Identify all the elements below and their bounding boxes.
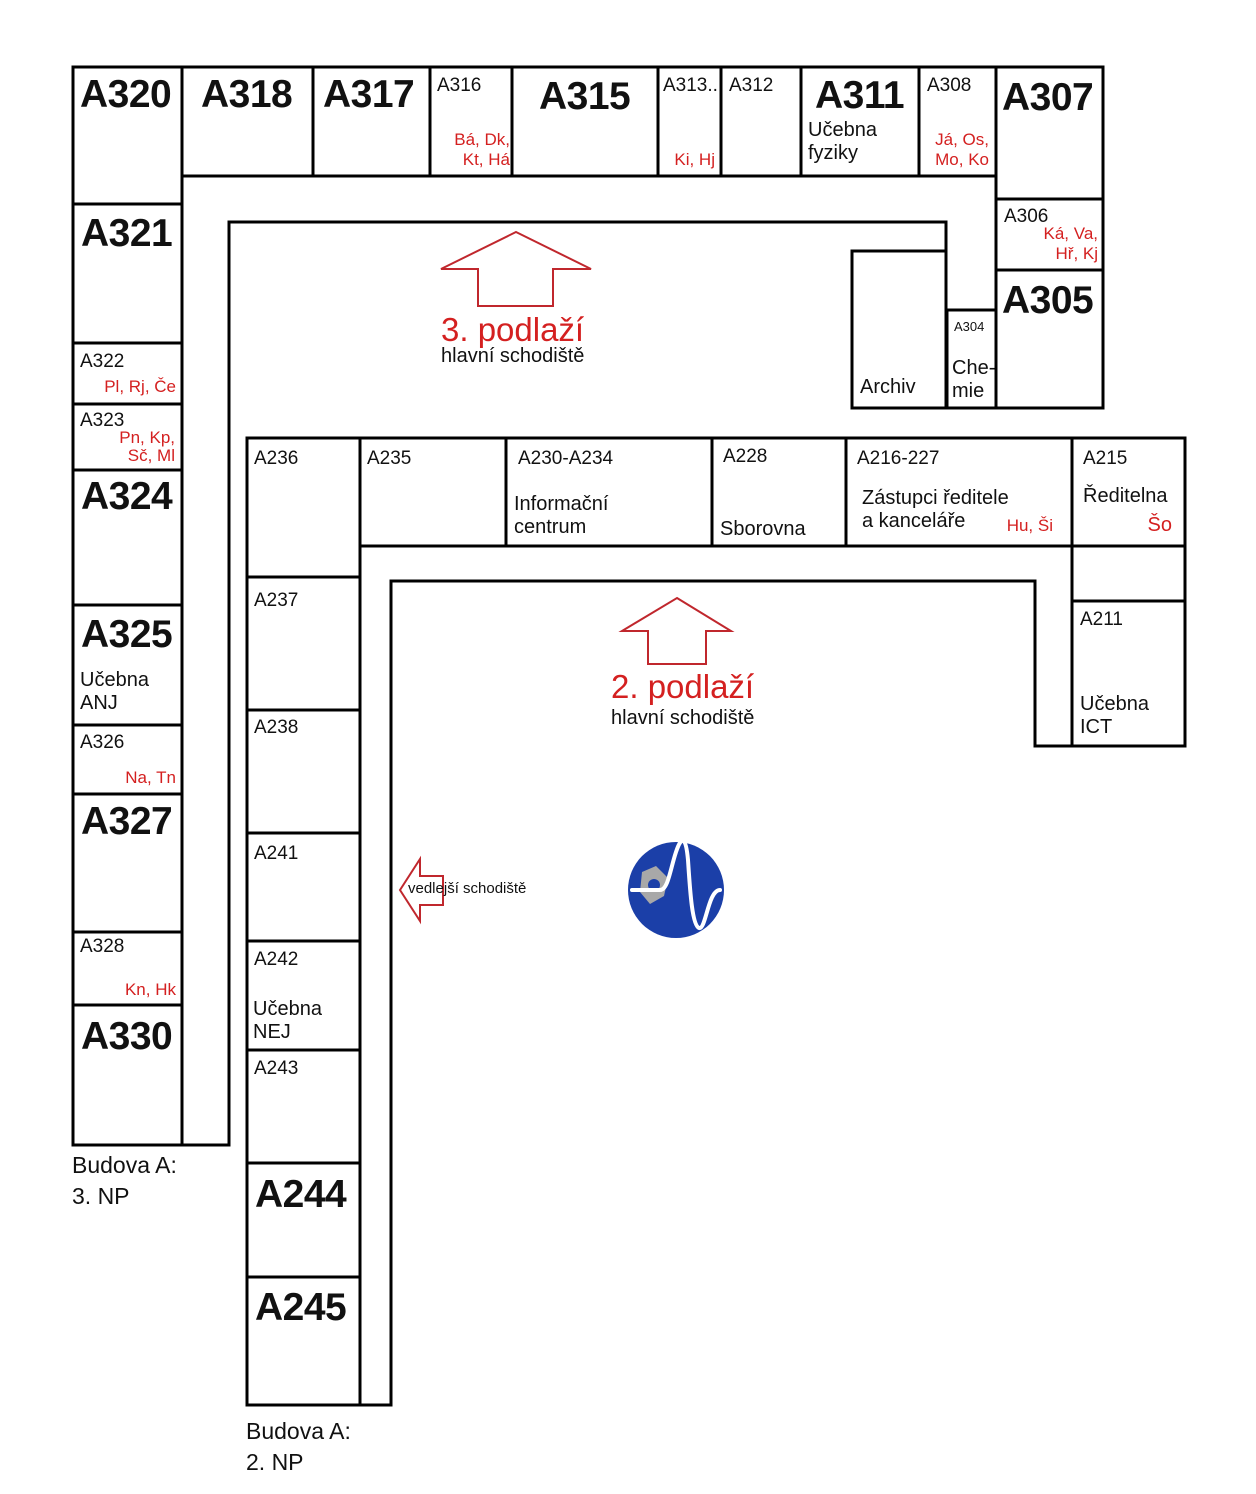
room-a304-number: A304 [954, 319, 985, 334]
room-a325-description: Učebna ANJ [80, 669, 149, 714]
room-a315-number: A315 [539, 75, 631, 118]
room-a215-number: A215 [1083, 448, 1128, 469]
stairs-arrow-up-icon [618, 596, 735, 665]
stairs-arrow-up-icon [440, 230, 592, 307]
room-a326-number: A326 [80, 732, 125, 753]
room-a323-staff: Pn, Kp, Sč, Ml [119, 428, 175, 465]
room-a242-number: A242 [254, 949, 299, 970]
room-a308-number: A308 [927, 75, 972, 96]
room-a317-number: A317 [323, 73, 415, 116]
floor2-building-label: Budova A: [246, 1418, 351, 1444]
room-a228-number: A228 [723, 446, 768, 467]
room-a211-number: A211 [1080, 609, 1123, 630]
room-archiv-label: Archiv [860, 376, 916, 398]
room-a330-number: A330 [81, 1015, 173, 1058]
side-stairs-arrow-left-icon [398, 855, 444, 925]
room-a244-number: A244 [255, 1173, 347, 1216]
room-a228-description: Sborovna [720, 518, 806, 540]
floor2-floor-label: 2. NP [246, 1449, 304, 1475]
floor3-stairs-name: hlavní schodiště [441, 345, 585, 367]
room-a321-number: A321 [81, 212, 173, 255]
room-a311-number: A311 [815, 74, 905, 117]
room-a215-description: Ředitelna [1083, 485, 1168, 507]
room-a328-staff: Kn, Hk [124, 980, 176, 999]
room-a211-description: Učebna ICT [1080, 693, 1149, 738]
room-a243-number: A243 [254, 1058, 299, 1079]
room-a312-number: A312 [729, 75, 774, 96]
floor3-building-label: Budova A: [72, 1152, 177, 1178]
room-a241-number: A241 [254, 843, 299, 864]
room-a316-staff: Bá, Dk, Kt, Há [454, 130, 510, 169]
room-a245-number: A245 [255, 1286, 347, 1329]
room-a238-number: A238 [254, 717, 299, 738]
floor3-stairs-floor-label: 3. podlaží [441, 311, 585, 348]
room-a313-number: A313.. [663, 75, 718, 96]
floor2-walls [245, 436, 1187, 1407]
room-a320-number: A320 [80, 73, 172, 116]
room-a313-staff: Ki, Hj [674, 150, 715, 169]
room-a237-number: A237 [254, 590, 299, 611]
room-a304-description: Che- mie [952, 357, 996, 402]
room-a306-number: A306 [1004, 206, 1049, 227]
room-a216-staff: Hu, Ši [1006, 516, 1053, 535]
room-a215-staff: Šo [1147, 514, 1172, 536]
floor3-floor-label: 3. NP [72, 1183, 130, 1209]
room-a216-number: A216-227 [857, 448, 940, 469]
room-a242-description: Učebna NEJ [253, 998, 322, 1043]
room-a327-number: A327 [81, 800, 173, 843]
room-a322-staff: Pl, Rj, Če [104, 377, 176, 396]
side-stairs-label: vedlejší schodiště [408, 880, 527, 897]
room-a318-number: A318 [201, 73, 293, 116]
room-a322-number: A322 [80, 351, 125, 372]
room-a230-description: Informační centrum [514, 493, 609, 538]
floor2-stairs-name: hlavní schodiště [611, 707, 755, 729]
room-a305-number: A305 [1002, 279, 1094, 322]
room-a316-number: A316 [437, 75, 482, 96]
room-a307-number: A307 [1002, 76, 1094, 119]
room-a325-number: A325 [81, 613, 173, 656]
room-a326-staff: Na, Tn [125, 768, 176, 787]
school-logo-icon [628, 838, 724, 938]
room-a308-staff: Já, Os, Mo, Ko [935, 130, 989, 169]
room-a235-number: A235 [367, 448, 412, 469]
floor3-walls [71, 65, 1105, 1147]
room-a328-number: A328 [80, 936, 125, 957]
room-a216-description: Zástupci ředitele a kanceláře [862, 487, 1009, 532]
room-a311-description: Učebna fyziky [808, 119, 877, 164]
room-a323-number: A323 [80, 410, 125, 431]
floor2-stairs-floor-label: 2. podlaží [611, 668, 755, 705]
room-a306-staff: Ká, Va, Hř, Kj [1043, 224, 1099, 263]
room-a236-number: A236 [254, 448, 299, 469]
room-a230-number: A230-A234 [518, 448, 614, 469]
room-a324-number: A324 [81, 475, 173, 518]
